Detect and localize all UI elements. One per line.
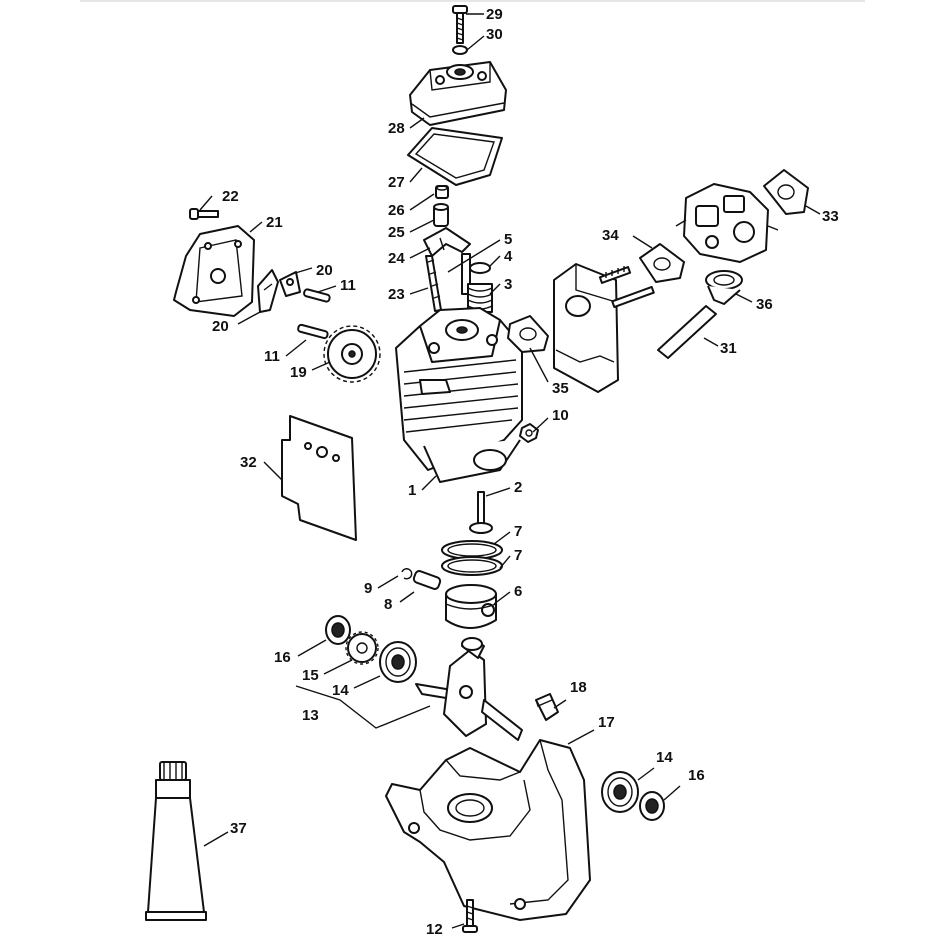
part-16-oil-seal-left	[325, 615, 351, 645]
callout-6: 6	[514, 583, 522, 600]
part-32-gasket-sheet	[281, 415, 357, 541]
part-7-piston-ring-lower-inner	[447, 559, 497, 573]
callout-23: 23	[388, 286, 405, 303]
callout-2: 2	[514, 479, 522, 496]
part-27-gasket	[407, 127, 503, 186]
callout-13: 13	[302, 707, 319, 724]
callout-27: 27	[388, 174, 405, 191]
callout-31: 31	[720, 340, 737, 357]
part-28-valve-cover	[409, 61, 507, 126]
callout-17: 17	[598, 714, 615, 731]
part-23-push-rod	[425, 255, 442, 312]
callout-5: 5	[504, 231, 512, 248]
callout-14: 14	[332, 682, 349, 699]
part-24-rocker-arm	[423, 227, 471, 257]
callout-36: 36	[756, 296, 773, 313]
part-34-gasket	[639, 243, 685, 283]
part-35-gasket	[507, 315, 549, 353]
callout-32: 32	[240, 454, 257, 471]
part-9-circlip	[401, 568, 413, 580]
callout-33: 33	[822, 208, 839, 225]
part-20-lever-left	[257, 269, 279, 313]
part-14-ball-bearing-left	[379, 641, 417, 683]
callout-26: 26	[388, 202, 405, 219]
callout-25: 25	[388, 224, 405, 241]
part-16-oil-seal-right	[639, 791, 665, 821]
part-36-intake-elbow	[705, 270, 743, 305]
part-21-cam-cover	[173, 225, 255, 317]
part-11-pin-lower	[297, 323, 329, 340]
callout-8: 8	[384, 596, 392, 613]
part-33-gasket	[763, 169, 809, 215]
part-14-ball-bearing-right	[601, 771, 639, 813]
part-8-piston-pin	[412, 570, 442, 590]
part-20-lever-right	[279, 271, 301, 297]
part-22-screw	[189, 208, 219, 220]
callout-7: 7	[514, 523, 522, 540]
part-29-screw	[452, 5, 468, 44]
part-3-valve-spring	[467, 283, 493, 313]
callout-4: 4	[504, 248, 513, 265]
part-25-bushing	[433, 203, 449, 227]
part-6-piston	[445, 584, 497, 629]
callout-18: 18	[570, 679, 587, 696]
callout-30: 30	[486, 26, 503, 43]
part-26-nut	[435, 185, 449, 199]
part-17-crankcase	[385, 739, 591, 921]
callout-12: 12	[426, 921, 443, 938]
callout-3: 3	[504, 276, 512, 293]
callout-37: 37	[230, 820, 247, 837]
callout-20: 20	[212, 318, 229, 335]
part-4-keeper	[469, 262, 491, 274]
callout-35: 35	[552, 380, 569, 397]
part-carburetor	[675, 183, 779, 263]
callout-10: 10	[552, 407, 569, 424]
part-2-valve	[469, 491, 493, 534]
part-12-screw	[462, 899, 478, 933]
callout-9: 9	[364, 580, 372, 597]
part-31-impulse-tube	[657, 305, 717, 359]
callout-22: 22	[222, 188, 239, 205]
part-10-nut	[519, 423, 539, 443]
part-19-cam-gear	[323, 325, 381, 383]
callout-34: 34	[602, 227, 619, 244]
part-13-crankshaft	[415, 637, 523, 741]
callout-14: 14	[656, 749, 673, 766]
part-intake-manifold-plate	[553, 263, 655, 393]
callout-7: 7	[514, 547, 522, 564]
callout-21: 21	[266, 214, 283, 231]
part-11-pin-upper	[303, 288, 331, 303]
part-30-washer	[452, 45, 468, 55]
callout-16: 16	[274, 649, 291, 666]
callout-24: 24	[388, 250, 405, 267]
part-37-grease-tube	[145, 761, 207, 921]
part-5-spring-retainer	[461, 253, 471, 295]
part-1-cylinder	[395, 307, 523, 483]
callout-20: 20	[316, 262, 333, 279]
callout-11: 11	[264, 348, 280, 365]
leader-lines	[199, 13, 821, 929]
callout-15: 15	[302, 667, 319, 684]
callout-16: 16	[688, 767, 705, 784]
callout-28: 28	[388, 120, 405, 137]
callout-11: 11	[340, 277, 356, 294]
callout-19: 19	[290, 364, 307, 381]
part-18-stop-block	[535, 693, 559, 721]
part-15-crank-gear	[345, 631, 379, 665]
callout-29: 29	[486, 6, 503, 23]
callout-labels: 29 30 28 27 26 25 24 5 4 3 23 22 21 20 1…	[212, 6, 839, 938]
callout-1: 1	[408, 482, 416, 499]
